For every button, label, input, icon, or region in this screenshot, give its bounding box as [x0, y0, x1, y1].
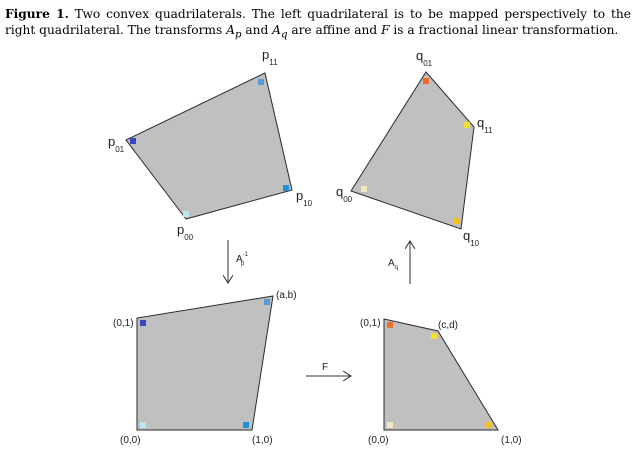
coord-left-01: (0,1) [113, 318, 134, 329]
corner-marker-right-cd [431, 333, 437, 339]
label-q10: q10 [463, 228, 480, 248]
label-q00: q00 [336, 184, 353, 204]
coord-cd: (c,d) [438, 320, 458, 331]
figure-caption: Figure 1. Two convex quadrilaterals. The… [5, 6, 631, 43]
corner-marker-left-10 [243, 422, 249, 428]
quad-unit-left [136, 295, 274, 431]
corner-marker-right-01 [387, 322, 393, 328]
corner-marker-p00 [183, 211, 189, 217]
corner-marker-p01 [130, 138, 136, 144]
label-p11: p11 [262, 47, 278, 67]
label-p00: p00 [177, 222, 194, 242]
corner-marker-right-10 [485, 422, 491, 428]
corner-marker-left-01 [140, 320, 146, 326]
coord-right-00: (0,0) [368, 435, 389, 446]
caption-text-1: Two convex quadrilaterals. The left quad… [5, 7, 631, 37]
coord-right-10: (1,0) [501, 435, 522, 446]
corner-marker-q11 [464, 122, 470, 128]
caption-f: F [381, 23, 390, 37]
corner-marker-right-00 [387, 422, 393, 428]
corner-marker-p10 [283, 185, 289, 191]
label-p01: p01 [108, 134, 125, 154]
label-f: F [322, 362, 328, 373]
label-aq: Aq [388, 258, 398, 271]
corner-marker-q10 [454, 218, 460, 224]
label-q01: q01 [416, 48, 433, 68]
corner-marker-p11 [258, 79, 264, 85]
coord-ab: (a,b) [276, 290, 297, 301]
corner-marker-left-00 [140, 422, 146, 428]
coord-left-10: (1,0) [252, 435, 273, 446]
label-p10: p10 [296, 188, 313, 208]
quad-unit-right [383, 318, 499, 431]
caption-and: and [241, 23, 273, 37]
quad-q [350, 71, 475, 230]
coord-left-00: (0,0) [120, 435, 141, 446]
corner-marker-left-ab [264, 299, 270, 305]
corner-marker-q01 [423, 78, 429, 84]
caption-text-2: are affine and [287, 23, 382, 37]
caption-ap: Ap [226, 23, 242, 41]
caption-text-3: is a fractional linear transformation. [389, 23, 619, 37]
corner-marker-q00 [361, 186, 367, 192]
caption-aq: Aq [272, 23, 288, 41]
label-q11: q11 [477, 115, 493, 135]
coord-right-01: (0,1) [360, 318, 381, 329]
figure-label: Figure 1. [5, 7, 69, 21]
quad-p [125, 72, 293, 220]
